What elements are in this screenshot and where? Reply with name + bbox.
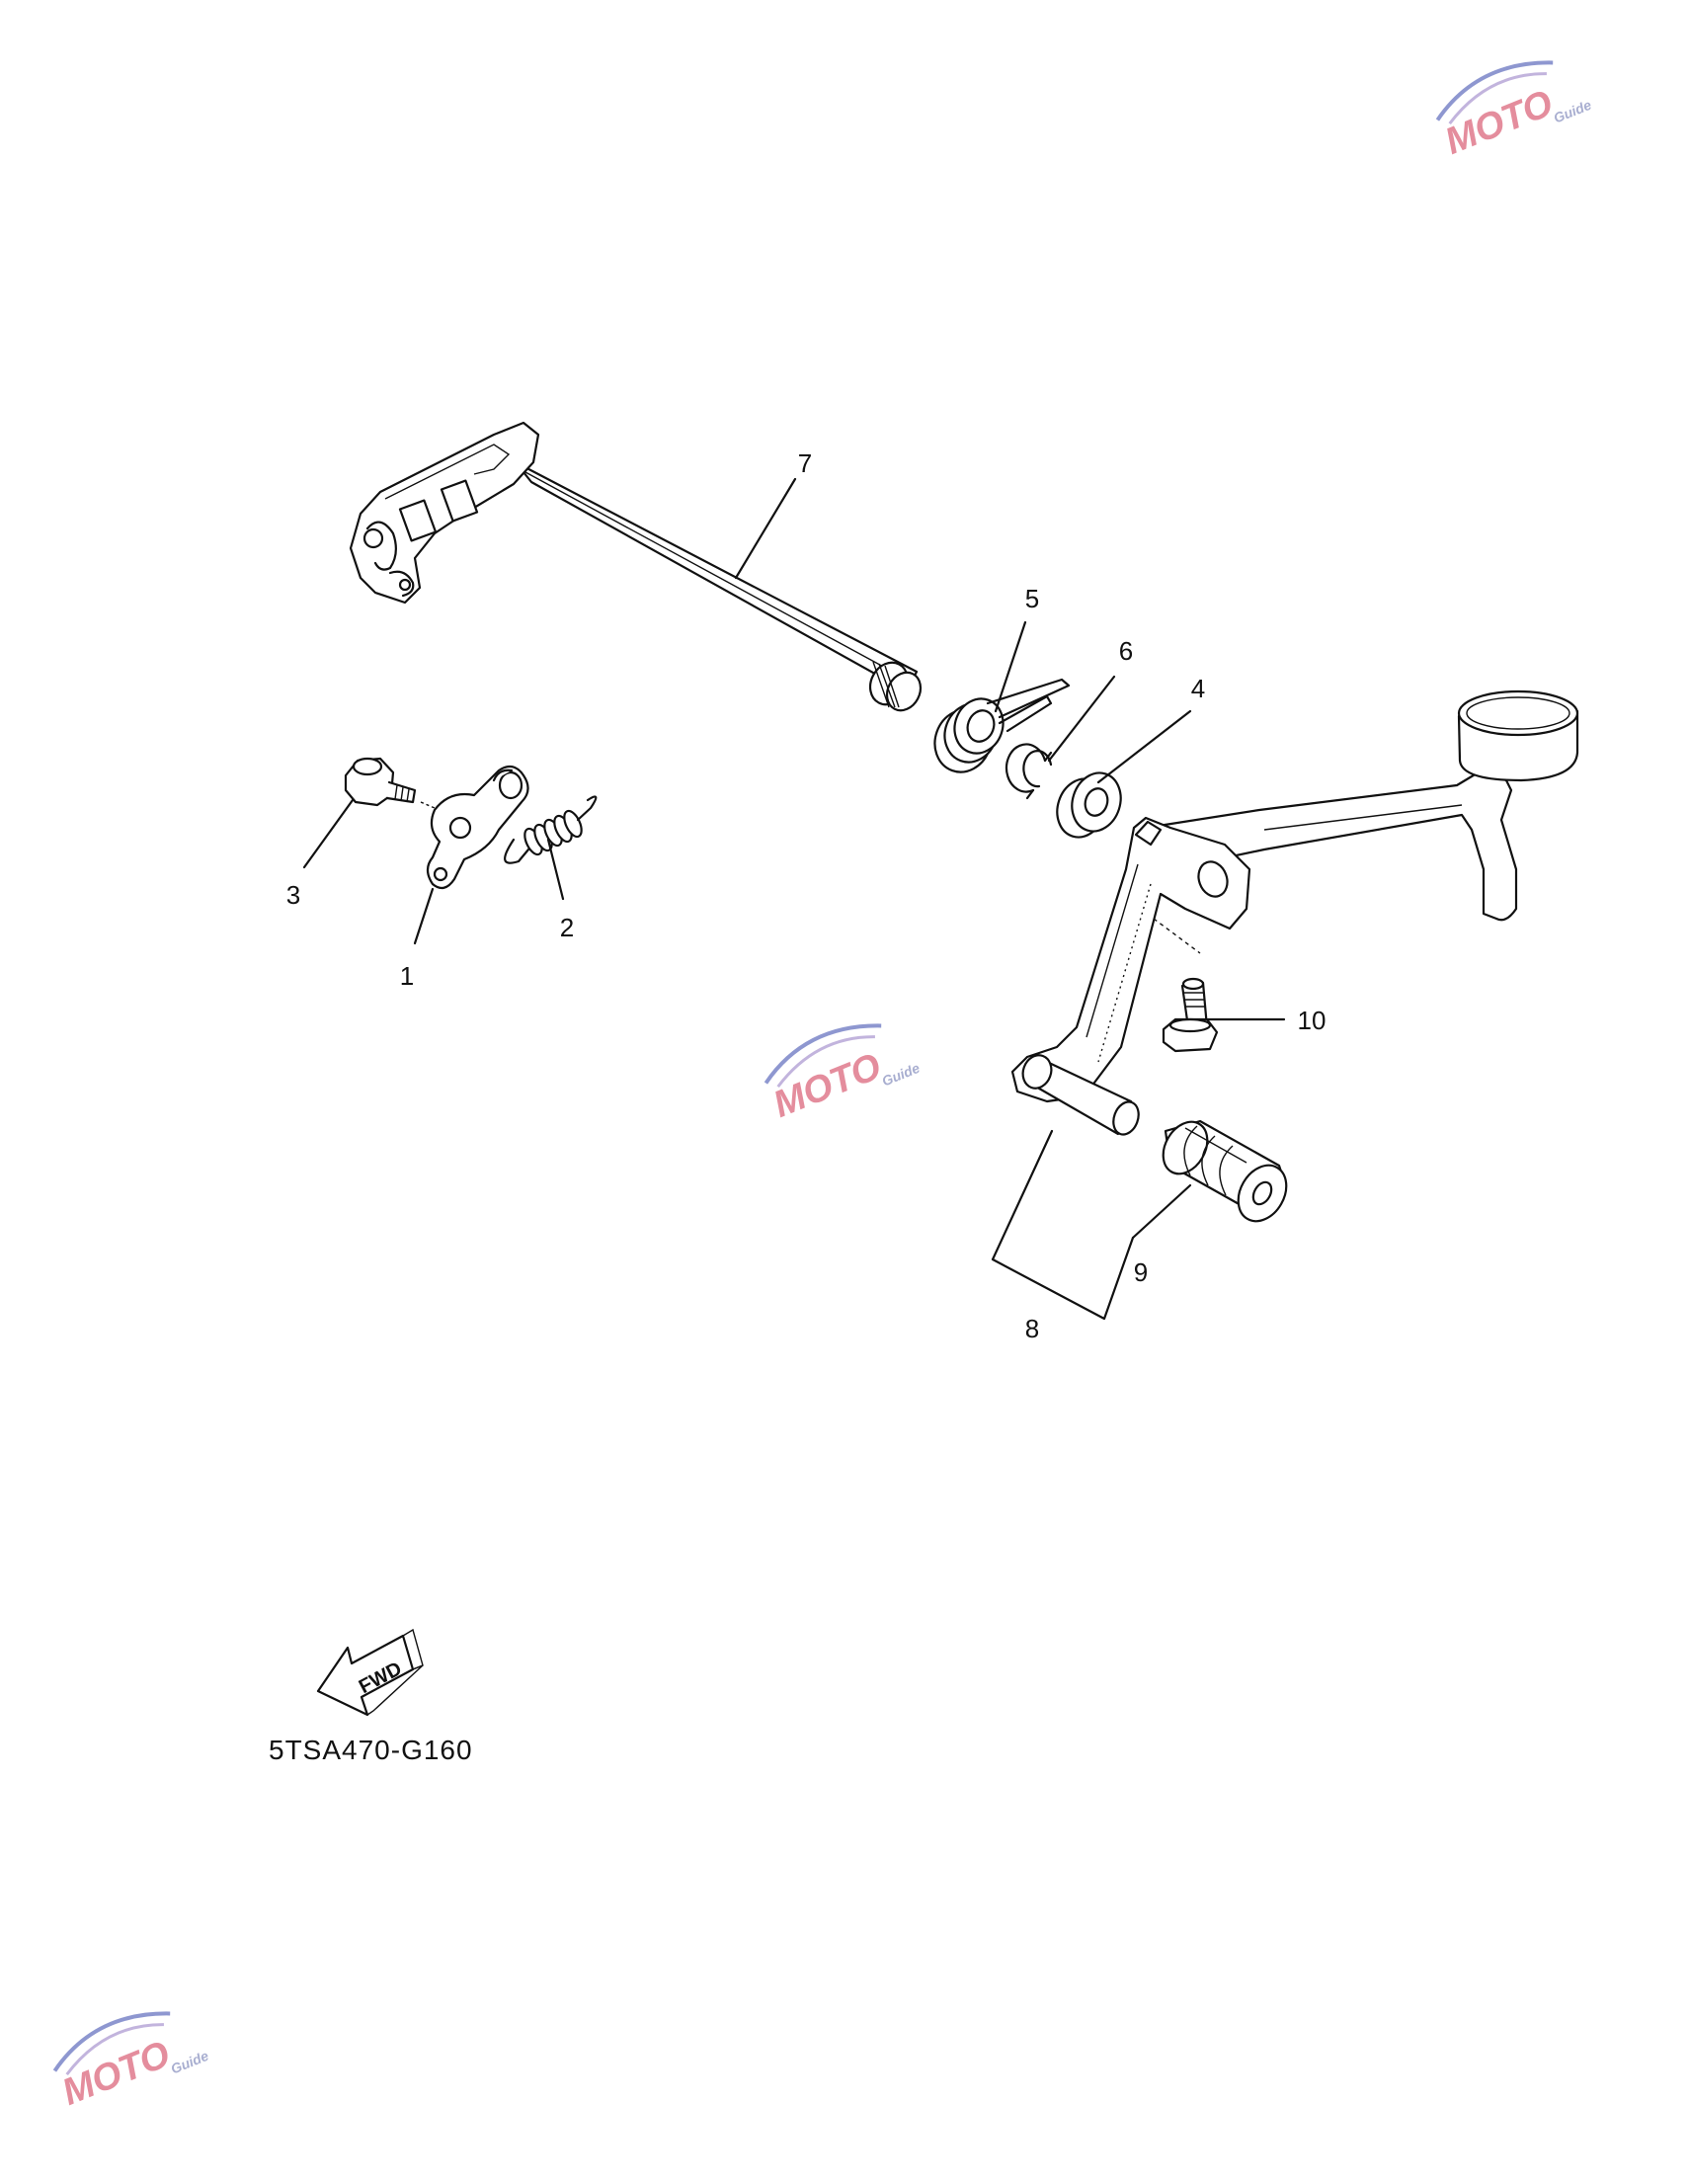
callout-3: 3 bbox=[286, 880, 300, 910]
leader-2 bbox=[546, 838, 565, 901]
callout-labels: 7 5 6 4 3 1 2 10 9 8 bbox=[286, 448, 1327, 1343]
callout-7: 7 bbox=[798, 448, 812, 478]
callout-5: 5 bbox=[1025, 584, 1039, 613]
shift-pedal-assembly bbox=[1010, 689, 1579, 1103]
svg-text:Guide: Guide bbox=[169, 2048, 211, 2077]
callout-9: 9 bbox=[1134, 1257, 1148, 1287]
diagram-code: 5TSA470-G160 bbox=[269, 1735, 473, 1765]
pedal-rubber-part-9 bbox=[1162, 1119, 1288, 1223]
callout-10: 10 bbox=[1298, 1006, 1327, 1035]
peg-shaft-part-8 bbox=[1021, 1054, 1140, 1136]
shift-shaft-part-7 bbox=[349, 421, 923, 712]
svg-text:Guide: Guide bbox=[1552, 97, 1594, 126]
leader-8 bbox=[991, 1129, 1135, 1321]
circlip-part-6 bbox=[1005, 743, 1053, 800]
forward-direction-arrow: FWD bbox=[316, 1628, 424, 1717]
callout-6: 6 bbox=[1119, 636, 1133, 666]
leader-5 bbox=[994, 620, 1027, 713]
watermark-logo-bottom: MOTO Guide bbox=[52, 2011, 211, 2114]
leader-4 bbox=[1096, 709, 1192, 784]
pedal-pad bbox=[1457, 689, 1579, 782]
stopper-lever-part-1 bbox=[426, 765, 529, 890]
callout-2: 2 bbox=[560, 913, 574, 942]
svg-text:Guide: Guide bbox=[880, 1060, 923, 1090]
leader-3 bbox=[302, 798, 355, 869]
pinch-bolt-part-10 bbox=[1162, 977, 1219, 1053]
leader-9 bbox=[1131, 1183, 1192, 1240]
leader-lines bbox=[302, 477, 1286, 1321]
bolt-part-3 bbox=[344, 757, 436, 809]
washer-part-4 bbox=[1056, 771, 1122, 839]
callout-8: 8 bbox=[1025, 1314, 1039, 1343]
leader-6 bbox=[1047, 675, 1116, 763]
watermark-logo-center: MOTO Guide bbox=[764, 1023, 923, 1126]
watermark-logo-top: MOTO Guide bbox=[1435, 60, 1594, 163]
leader-7 bbox=[734, 477, 797, 580]
leader-1 bbox=[413, 887, 435, 945]
callout-4: 4 bbox=[1191, 674, 1205, 703]
callout-1: 1 bbox=[400, 961, 414, 991]
torsion-spring-part-5 bbox=[933, 678, 1071, 773]
